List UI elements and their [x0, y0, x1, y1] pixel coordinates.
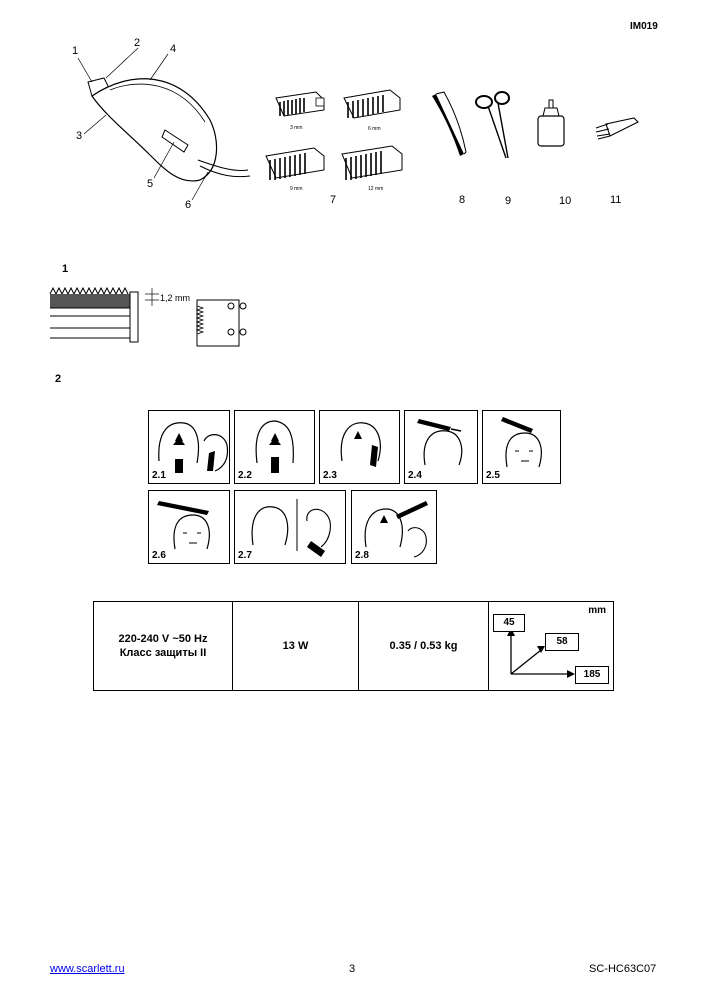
section-2-heading: 2	[55, 373, 62, 385]
hair-comb-illustration	[432, 91, 467, 156]
part-label-10: 10	[559, 195, 572, 207]
part-label-5: 5	[147, 178, 154, 190]
comb-3mm-illustration	[275, 91, 325, 117]
haircut-step-2-1: 2.1	[148, 410, 230, 484]
step-label: 2.7	[238, 550, 252, 561]
part-label-2: 2	[134, 37, 141, 49]
step-label: 2.3	[323, 470, 337, 481]
step-label: 2.6	[152, 550, 166, 561]
step-label: 2.1	[152, 470, 166, 481]
comb-size-6mm: 6 mm	[368, 126, 381, 132]
haircut-step-2-4: 2.4	[404, 410, 478, 484]
haircut-step-2-7: 2.7	[234, 490, 346, 564]
comb-9mm-illustration	[265, 147, 325, 180]
spec-voltage: 220-240 V ~50 Hz	[118, 633, 208, 645]
specifications-table: 220-240 V ~50 Hz Класс защиты II 13 W 0.…	[93, 601, 614, 691]
haircut-step-2-2: 2.2	[234, 410, 315, 484]
step-label: 2.4	[408, 470, 422, 481]
model-number: SC-HC63C07	[589, 963, 657, 975]
haircut-step-2-3: 2.3	[319, 410, 400, 484]
spec-protection-class: Класс защиты II	[119, 647, 207, 659]
spec-weight: 0.35 / 0.53 kg	[359, 602, 489, 690]
dimension-height: 45	[493, 614, 525, 632]
cleaning-brush-illustration	[595, 117, 639, 140]
comb-size-9mm: 9 mm	[290, 186, 303, 192]
dimension-unit: mm	[588, 605, 606, 616]
haircut-step-2-6: 2.6	[148, 490, 230, 564]
comb-12mm-illustration	[341, 145, 403, 180]
comb-6mm-illustration	[343, 89, 401, 119]
document-code: IM019	[630, 21, 658, 32]
blade-alignment-diagram	[49, 286, 247, 347]
section-1-heading: 1	[62, 263, 69, 275]
part-label-11: 11	[610, 194, 622, 206]
haircut-step-2-5: 2.5	[482, 410, 561, 484]
part-label-9: 9	[505, 195, 512, 207]
dimension-width: 58	[545, 633, 579, 651]
part-label-4: 4	[170, 43, 177, 55]
comb-size-12mm: 12 mm	[368, 186, 384, 192]
step-label: 2.2	[238, 470, 252, 481]
comb-size-3mm: 3 mm	[290, 125, 303, 131]
page-number: 3	[349, 963, 356, 975]
step-label: 2.8	[355, 550, 369, 561]
dimension-axes-diagram	[507, 628, 575, 678]
website-link[interactable]: www.scarlett.ru	[50, 963, 125, 975]
clipper-illustration	[77, 47, 251, 201]
step-label: 2.5	[486, 470, 500, 481]
part-label-1: 1	[72, 45, 79, 57]
part-label-7: 7	[330, 194, 337, 206]
spec-power: 13 W	[233, 602, 359, 690]
spec-dimensions: mm 45 58 185	[489, 602, 612, 690]
part-label-3: 3	[76, 130, 83, 142]
blade-gap-label: 1,2 mm	[160, 293, 191, 303]
haircut-step-2-8: 2.8	[351, 490, 437, 564]
part-label-8: 8	[459, 194, 466, 206]
dimension-length: 185	[575, 666, 609, 684]
scissors-illustration	[475, 91, 510, 159]
oil-bottle-illustration	[537, 99, 565, 147]
spec-electrical: 220-240 V ~50 Hz Класс защиты II	[94, 602, 233, 690]
part-label-6: 6	[185, 199, 192, 211]
